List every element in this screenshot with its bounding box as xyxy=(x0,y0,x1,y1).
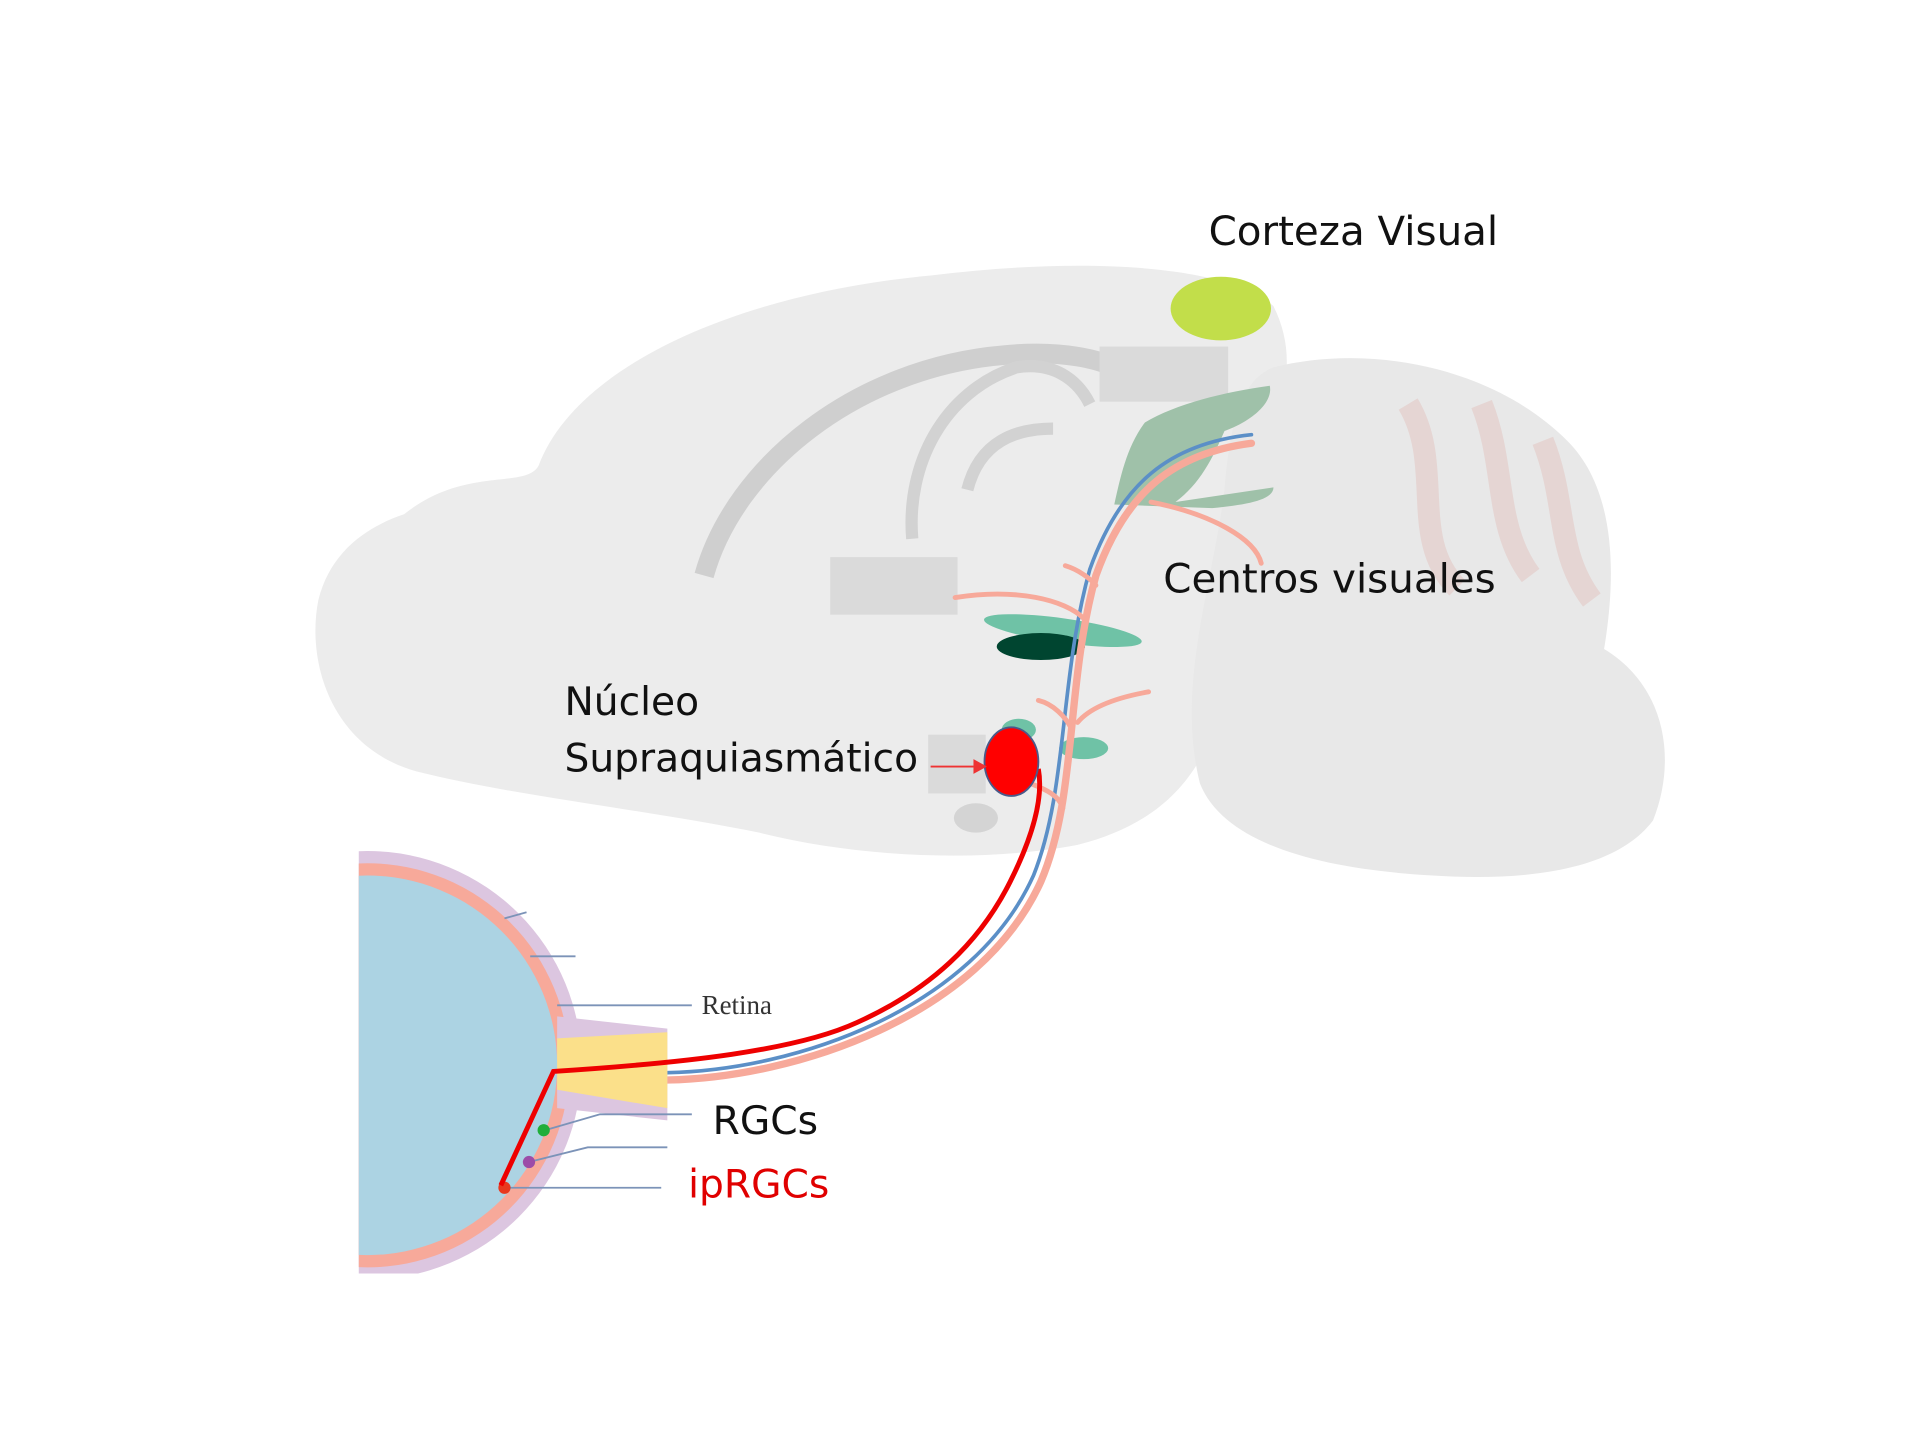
brain-silhouette xyxy=(315,265,1665,877)
optic-tract xyxy=(663,432,1264,1084)
lgn-region xyxy=(984,614,1142,648)
label-retina: Retina xyxy=(702,990,772,1020)
amacrine-cell xyxy=(522,1155,536,1169)
iprgc-pathway xyxy=(498,768,1043,1187)
hippocampus xyxy=(905,360,1096,540)
label-visual-cortex: Corteza Visual xyxy=(1209,207,1499,255)
label-placeholder-box xyxy=(1099,346,1229,402)
label-iprgcs: ipRGCs xyxy=(688,1163,829,1208)
label-rgcs: RGCs xyxy=(713,1099,818,1144)
label-scn-line1: Núcleo xyxy=(564,680,699,725)
label-scn-line2: Supraquiasmático xyxy=(564,736,918,781)
cerebellum-folia xyxy=(1398,398,1601,607)
lgn-dark-region xyxy=(996,633,1085,660)
pituitary xyxy=(953,803,998,833)
scn-nucleus xyxy=(983,726,1040,797)
cerebrum xyxy=(315,265,1287,856)
rgc-cell xyxy=(537,1124,550,1137)
label-visual-centers: Centros visuales xyxy=(1163,555,1495,603)
arrow-icon xyxy=(930,759,987,774)
optic-disc xyxy=(557,1032,668,1109)
eye xyxy=(358,851,692,1274)
visual-cortex-region xyxy=(1170,276,1272,341)
corpus-callosum xyxy=(694,343,1119,579)
label-placeholder-box xyxy=(830,557,958,615)
